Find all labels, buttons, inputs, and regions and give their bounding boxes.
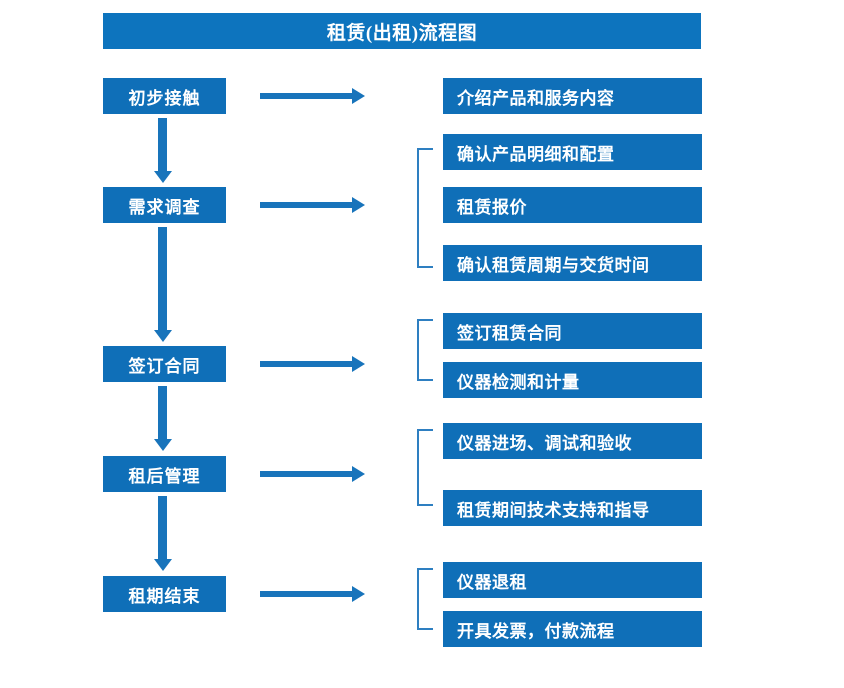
right-arrow-icon-3 xyxy=(260,361,352,367)
detail-box-2[interactable]: 确认产品明细和配置 xyxy=(443,134,702,170)
right-arrow-icon-4 xyxy=(260,471,352,477)
down-arrow-icon-3 xyxy=(158,386,167,440)
detail-box-9[interactable]: 仪器退租 xyxy=(443,562,702,598)
stage-box-3[interactable]: 签订合同 xyxy=(103,346,226,382)
detail-box-10[interactable]: 开具发票，付款流程 xyxy=(443,611,702,647)
group-bracket-icon-1 xyxy=(417,148,433,268)
down-arrow-icon-4 xyxy=(158,496,167,560)
down-arrow-icon-1 xyxy=(158,118,167,172)
stage-box-5[interactable]: 租期结束 xyxy=(103,576,226,612)
detail-box-5[interactable]: 签订租赁合同 xyxy=(443,313,702,349)
right-arrow-icon-5 xyxy=(260,591,352,597)
stage-box-1[interactable]: 初步接触 xyxy=(103,78,226,114)
stage-box-4[interactable]: 租后管理 xyxy=(103,456,226,492)
detail-box-1[interactable]: 介绍产品和服务内容 xyxy=(443,78,702,114)
detail-box-4[interactable]: 确认租赁周期与交货时间 xyxy=(443,245,702,281)
group-bracket-icon-3 xyxy=(417,429,433,506)
detail-box-6[interactable]: 仪器检测和计量 xyxy=(443,362,702,398)
stage-box-2[interactable]: 需求调查 xyxy=(103,187,226,223)
detail-box-8[interactable]: 租赁期间技术支持和指导 xyxy=(443,490,702,526)
group-bracket-icon-2 xyxy=(417,319,433,381)
right-arrow-icon-1 xyxy=(260,93,352,99)
group-bracket-icon-4 xyxy=(417,568,433,630)
down-arrow-icon-2 xyxy=(158,227,167,331)
right-arrow-icon-2 xyxy=(260,202,352,208)
page-title: 租赁(出租)流程图 xyxy=(103,13,701,49)
detail-box-7[interactable]: 仪器进场、调试和验收 xyxy=(443,423,702,459)
detail-box-3[interactable]: 租赁报价 xyxy=(443,187,702,223)
